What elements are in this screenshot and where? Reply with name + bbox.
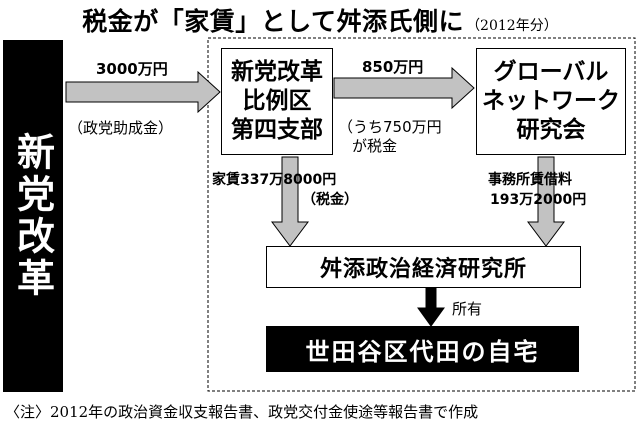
label-branch-to-research-amount: 850万円 (362, 58, 424, 76)
label-party-to-branch-amount: 3000万円 (96, 60, 168, 78)
node-party-label: 新党改革 (10, 132, 55, 300)
node-institute: 舛添政治経済研究所 (266, 246, 581, 288)
arrow-branch-to-research (333, 66, 475, 110)
label-party-to-branch-note: （政党助成金） (68, 119, 174, 137)
title-main: 税金が「家賃」として舛添氏側に (82, 7, 465, 36)
label-branch-rent-1: 家賃337万8000円 (212, 172, 337, 188)
arrow-branch-to-institute (271, 156, 309, 247)
label-branch-to-research-note-1: （うち750万円 (338, 118, 442, 136)
node-branch: 新党改革 比例区 第四支部 (221, 48, 333, 155)
arrow-research-to-institute (527, 156, 565, 247)
chart-title: 税金が「家賃」として舛添氏側に（2012年分） (0, 2, 640, 38)
footnote: 〈注〉2012年の政治資金収支報告書、政党交付金使途等報告書で作成 (5, 403, 479, 421)
node-research-line2: ネットワーク (482, 88, 620, 114)
label-research-rent-2: 193万2000円 (490, 192, 587, 208)
node-home-label: 世田谷区代田の自宅 (305, 337, 540, 366)
arrow-party-to-branch (65, 70, 221, 114)
label-research-rent-1: 事務所賃借料 (488, 172, 572, 188)
arrow-ownership (417, 287, 445, 327)
title-year: （2012年分） (466, 18, 558, 34)
node-research-line1: グローバル (493, 59, 609, 85)
label-ownership: 所有 (452, 300, 483, 318)
node-research: グローバル ネットワーク 研究会 (476, 48, 626, 155)
node-research-line3: 研究会 (516, 117, 586, 143)
label-branch-rent-2: （税金） (302, 192, 358, 208)
label-branch-to-research-note-2: が税金 (352, 137, 398, 155)
node-branch-line3: 第四支部 (231, 117, 323, 143)
node-home: 世田谷区代田の自宅 (266, 326, 579, 372)
node-party: 新党改革 (3, 40, 63, 392)
node-branch-line2: 比例区 (242, 88, 312, 114)
node-institute-label: 舛添政治経済研究所 (319, 257, 527, 282)
node-branch-line1: 新党改革 (231, 59, 323, 85)
